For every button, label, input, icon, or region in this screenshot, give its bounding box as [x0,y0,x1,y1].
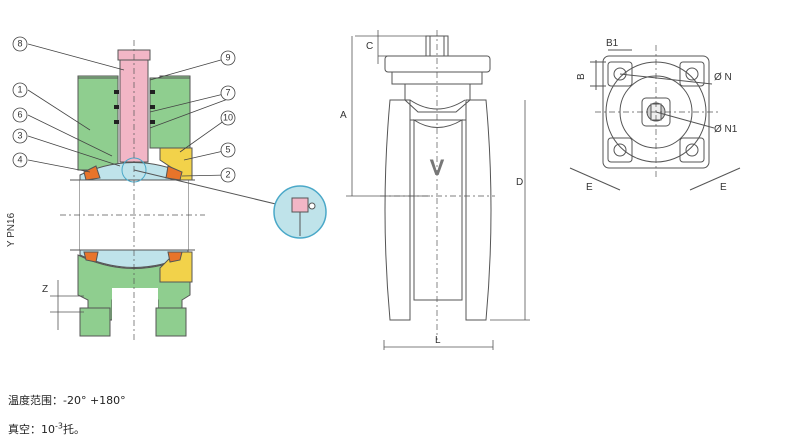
vacuum-note: 真空：10-3托。 [8,421,85,437]
callout-7 [220,85,236,101]
dim-l: L [435,335,441,346]
temperature-range-note: 温度范围：-20° +180° [8,394,126,407]
callout-leaders [27,43,229,177]
callout-labels: 8 9 1 7 6 10 3 5 4 2 [17,38,233,179]
callout-6 [12,107,28,123]
dim-e-right: E [720,182,727,193]
dim-n: Ø N [714,72,732,83]
lower-cutout [112,288,158,328]
vacuum-suffix: 托。 [62,423,85,436]
gasket-upper-right [165,165,183,181]
dim-e-left: E [586,182,593,193]
callout-label-9: 9 [225,52,230,62]
callout-label-10: 10 [223,112,233,122]
side-view-dimensions [346,30,530,350]
callout-10 [220,110,236,126]
dim-a: A [340,110,347,121]
callout-label-5: 5 [225,144,230,154]
vacuum-prefix: 真空：10 [8,423,55,436]
callout-label-2: 2 [225,169,230,179]
callout-label-3: 3 [17,130,22,140]
body-upper-left-block [77,77,119,171]
callout-8 [12,36,28,52]
callout-label-4: 4 [17,154,22,164]
callout-label-6: 6 [17,109,22,119]
callout-label-1: 1 [17,84,22,94]
dim-d: D [516,177,523,188]
body-mark-letter: V [430,155,445,180]
body-shell-right [465,99,492,321]
callout-5 [220,142,236,158]
callout-2 [220,167,236,183]
dim-b1: B1 [606,38,619,49]
side-view [380,30,495,340]
dim-c: C [366,41,373,52]
gasket-lower-right [167,251,183,263]
callout-3 [12,128,28,144]
z-dimension [50,280,84,330]
callout-label-8: 8 [17,38,22,48]
callout-1 [12,82,28,98]
callout-9 [220,50,236,66]
foot-right [155,307,187,337]
gasket-lower-left [83,251,99,263]
body-upper-right-block [149,77,191,149]
dim-b: B [576,73,587,80]
top-flange [384,55,491,73]
dim-z: Z [42,284,48,295]
bolt-holes [607,61,705,163]
body-shell-left [384,99,411,321]
foot-left [79,307,111,337]
packing-rings [114,90,155,124]
body-center [413,119,463,301]
cross-section-view [60,40,327,340]
valve-technical-drawing: 8 9 1 7 6 10 3 5 4 2 Y PN16 Z V [6,30,741,350]
gasket-upper-left [83,165,101,181]
series-label: Y PN16 [6,212,17,247]
vacuum-exponent: -3 [55,421,63,431]
callout-label-7: 7 [225,87,230,97]
callout-4 [12,152,28,168]
dim-n1: Ø N1 [714,124,738,135]
callout-bubbles [12,36,236,183]
top-view [569,45,741,191]
